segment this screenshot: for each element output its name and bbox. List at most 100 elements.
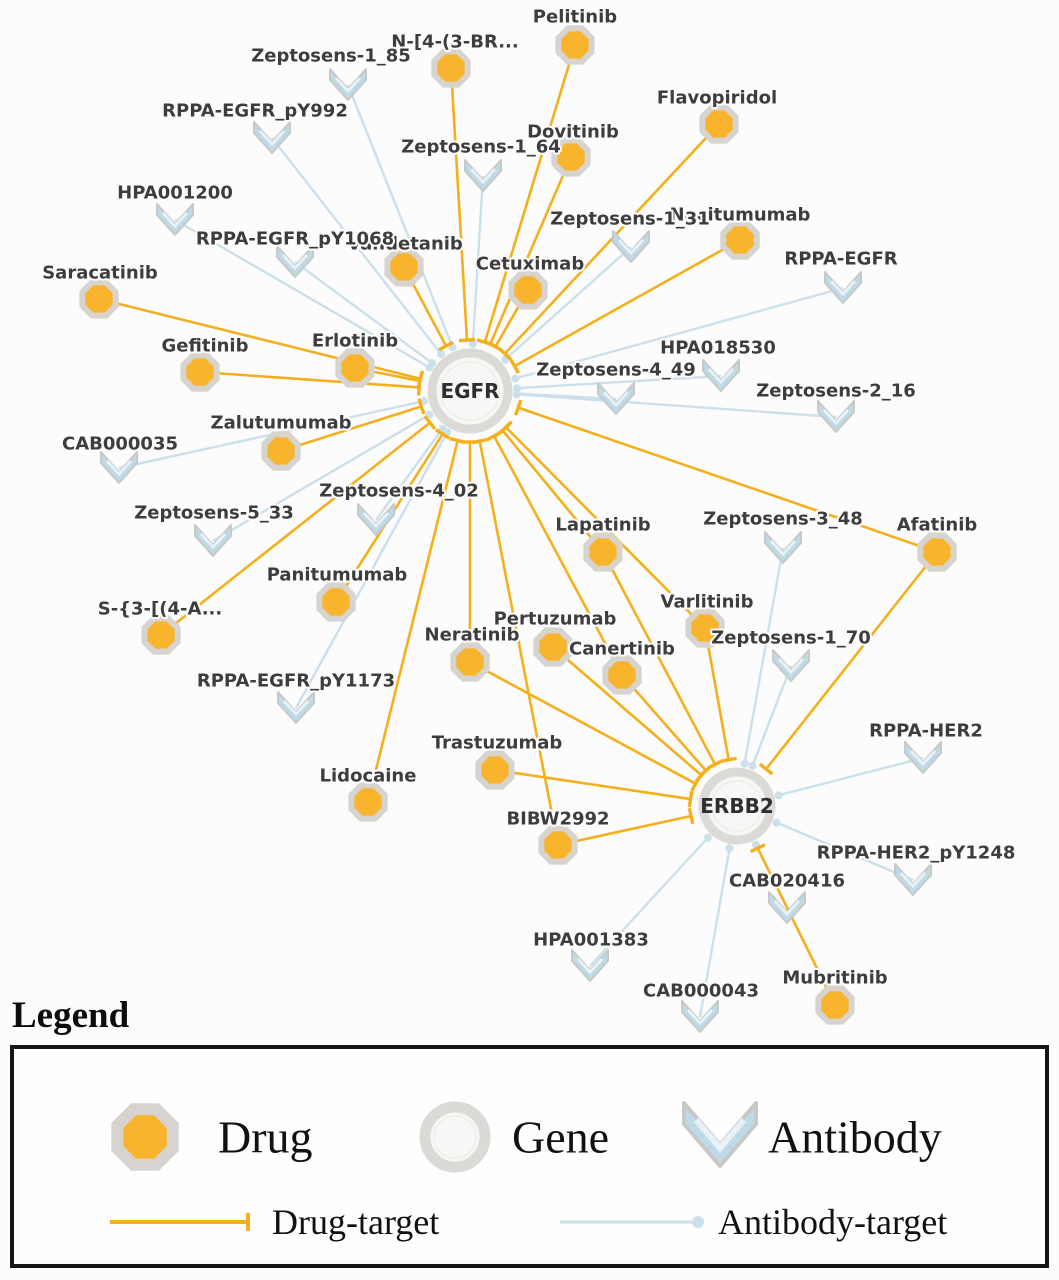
edge-bibw2992-erbb2 — [557, 807, 695, 847]
node-label-zeptosens-3_48: Zeptosens-3_48 — [703, 508, 863, 529]
node-label-varlitinib: Varlitinib — [661, 591, 754, 612]
node-label-rppa-egfr_py1173: RPPA-EGFR_pY1173 — [197, 670, 395, 691]
node-trastuzumab[interactable] — [475, 750, 515, 790]
edge-s34a-egfr — [160, 415, 437, 637]
node-label-dovitinib: Dovitinib — [527, 121, 619, 142]
node-s34a[interactable] — [141, 615, 181, 655]
node-label-zalutumumab: Zalutumumab — [211, 412, 352, 433]
node-lapatinib[interactable] — [583, 532, 623, 572]
node-hpa001200[interactable] — [156, 203, 194, 236]
edges-layer — [98, 44, 939, 1018]
node-necitumumab[interactable] — [720, 220, 760, 260]
node-label-afatinib: Afatinib — [897, 514, 978, 535]
node-zeptosens-2_16[interactable] — [817, 400, 855, 433]
node-label-rppa-egfr_py1068: RPPA-EGFR_pY1068 — [196, 228, 394, 249]
node-rppa-egfr_py992[interactable] — [253, 121, 291, 154]
node-flavopiridol[interactable] — [699, 104, 739, 144]
node-zeptosens-4_49[interactable] — [597, 382, 635, 415]
node-rppa-egfr[interactable] — [824, 271, 862, 304]
node-label-gefitinib: Gefitinib — [162, 335, 249, 356]
node-zeptosens-1_70[interactable] — [772, 649, 810, 682]
node-pelitinib[interactable] — [555, 25, 595, 65]
edge-zeptosens-1_85-egfr — [346, 84, 457, 352]
node-label-rppa-her2_py1248: RPPA-HER2_pY1248 — [817, 842, 1016, 863]
edge-afatinib-egfr — [514, 399, 938, 554]
node-mubritinib[interactable] — [815, 985, 855, 1025]
edge-mubritinib-erbb2 — [749, 843, 837, 1006]
node-erbb2[interactable]: ERBB2 — [698, 767, 776, 845]
node-label-hpa018530: HPA018530 — [660, 337, 776, 358]
antibody-target-legend-label: Antibody-target — [718, 1202, 948, 1242]
node-label-pelitinib: Pelitinib — [533, 6, 617, 27]
edge-rppa-egfr-egfr — [511, 286, 844, 383]
node-label-mubritinib: Mubritinib — [782, 967, 887, 988]
node-rppa-egfr_py1068[interactable] — [276, 245, 314, 278]
node-label-zeptosens-1_70: Zeptosens-1_70 — [711, 627, 871, 648]
node-hpa018530[interactable] — [702, 359, 740, 392]
node-label-neratinib: Neratinib — [425, 624, 520, 645]
node-vandetanib[interactable] — [384, 247, 424, 287]
node-label-flavopiridol: Flavopiridol — [657, 87, 777, 108]
node-zeptosens-1_85[interactable] — [329, 68, 367, 101]
node-n43br[interactable] — [431, 48, 471, 88]
edge-varlitinib-egfr — [499, 420, 706, 629]
edge-trastuzumab-erbb2 — [494, 768, 694, 808]
nodes-layer: EGFR ERBB2 — [79, 25, 957, 1033]
node-pertuzumab[interactable] — [533, 627, 573, 667]
edge-zeptosens-1_70-erbb2 — [748, 665, 793, 770]
node-label-pertuzumab: Pertuzumab — [494, 608, 617, 629]
node-cab000035[interactable] — [100, 451, 138, 484]
node-label-cab000035: CAB000035 — [62, 433, 178, 454]
node-gefitinib[interactable] — [180, 352, 220, 392]
node-label-vandetanib: Vandetanib — [347, 233, 463, 254]
node-label-rppa-egfr_py992: RPPA-EGFR_pY992 — [162, 100, 348, 121]
node-cab000043[interactable] — [681, 1000, 719, 1033]
node-rppa-her2[interactable] — [904, 741, 942, 774]
node-neratinib[interactable] — [450, 642, 490, 682]
node-cetuximab[interactable] — [508, 270, 548, 310]
node-label-n43br: N-[4-(3-BR... — [391, 31, 518, 52]
edge-canertinib-erbb2 — [621, 674, 714, 778]
node-canertinib[interactable] — [602, 655, 642, 695]
node-lidocaine[interactable] — [348, 782, 388, 822]
node-label-lapatinib: Lapatinib — [555, 514, 650, 535]
edge-hpa001383-erbb2 — [589, 833, 712, 967]
node-zeptosens-5_33[interactable] — [194, 524, 232, 557]
node-rppa-egfr_py1173[interactable] — [277, 691, 315, 724]
antibody-target-legend-icon — [560, 1216, 704, 1228]
edge-afatinib-erbb2 — [758, 551, 939, 776]
node-label-lidocaine: Lidocaine — [320, 765, 417, 786]
node-label-cab020416: CAB020416 — [729, 870, 845, 891]
node-saracatinib[interactable] — [79, 279, 119, 319]
edge-canertinib-egfr — [486, 430, 624, 676]
gene-label-egfr: EGFR — [440, 379, 499, 403]
node-zeptosens-4_02[interactable] — [357, 503, 395, 536]
edge-zeptosens-2_16-egfr — [512, 390, 837, 419]
edge-pertuzumab-erbb2 — [552, 646, 708, 783]
node-dovitinib[interactable] — [551, 137, 591, 177]
node-zeptosens-3_48[interactable] — [764, 531, 802, 564]
node-afatinib[interactable] — [917, 532, 957, 572]
node-cab020416[interactable] — [768, 891, 806, 924]
node-zeptosens-1_31[interactable] — [612, 230, 650, 263]
node-panitumumab[interactable] — [316, 582, 356, 622]
node-varlitinib[interactable] — [685, 608, 725, 648]
legend-title: Legend — [12, 995, 130, 1036]
legend-box: Drug Gene Antibody Drug-target Antibody-… — [10, 1045, 1049, 1268]
node-hpa001383[interactable] — [571, 949, 609, 982]
edge-rppa-egfr_py992-egfr — [271, 137, 446, 358]
edge-n43br-egfr — [449, 67, 476, 343]
node-label-rppa-her2: RPPA-HER2 — [869, 720, 983, 741]
node-erlotinib[interactable] — [335, 348, 375, 388]
node-egfr[interactable]: EGFR — [427, 348, 513, 434]
node-label-cab000043: CAB000043 — [643, 980, 759, 1001]
node-bibw2992[interactable] — [538, 825, 578, 865]
node-rppa-her2_py1248[interactable] — [894, 863, 932, 896]
node-label-canertinib: Canertinib — [569, 638, 675, 659]
node-zeptosens-1_64[interactable] — [464, 159, 502, 192]
drug-legend-label: Drug — [218, 1111, 313, 1163]
node-zalutumumab[interactable] — [261, 431, 301, 471]
